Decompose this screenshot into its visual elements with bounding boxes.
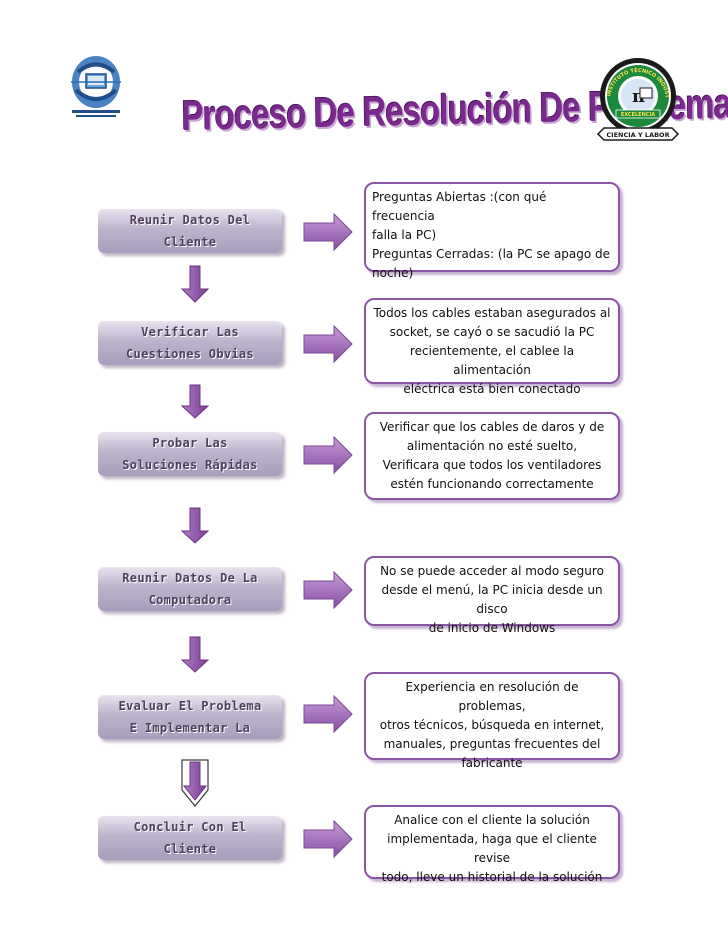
detail-line: Verificara que todos los ventiladores: [382, 458, 602, 472]
right-arrow-2: [303, 324, 353, 364]
seal-band-text: EXCELENCIA: [621, 112, 655, 118]
detail-line: Preguntas Abiertas :(con qué frecuencia: [372, 190, 547, 223]
detail-line: Todos los cables estaban asegurados al: [373, 306, 611, 320]
down-arrow-4: [180, 636, 210, 673]
right-arrow-4: [303, 570, 353, 610]
detail-line: Preguntas Cerradas: (la PC se apago de: [372, 247, 611, 261]
down-arrow-3: [180, 507, 210, 544]
detail-box-3: Verificar que los cables de daros y de a…: [364, 412, 620, 500]
detail-line: Verificar que los cables de daros y de: [379, 420, 605, 434]
step-box-6: Concluir Con El Cliente: [98, 816, 282, 860]
detail-line: recientemente, el cablee la alimentación: [409, 344, 575, 377]
detail-line: eléctrica está bien conectado: [403, 382, 581, 396]
detail-line: alimentación no esté suelto,: [406, 439, 578, 453]
detail-line: otros técnicos, búsqueda en internet,: [379, 718, 605, 732]
right-arrow-6: [303, 819, 353, 859]
step-label-line1: Probar Las: [152, 436, 228, 450]
right-arrow-3: [303, 435, 353, 475]
detail-box-2: Todos los cables estaban asegurados al s…: [364, 298, 620, 396]
left-institution-logo: [71, 56, 121, 117]
seal-motto-text: CIENCIA Y LABOR: [606, 131, 669, 139]
step-label-line2: E Implementar La: [129, 721, 251, 735]
detail-line: estén funcionando correctamente: [390, 477, 594, 491]
detail-line: Experiencia en resolución de problemas,: [405, 680, 579, 713]
detail-line: manuales, preguntas frecuentes del: [383, 737, 601, 751]
step-label-line1: Verificar Las: [141, 325, 239, 339]
detail-box-4: No se puede acceder al modo seguro desde…: [364, 556, 620, 635]
step-label-line1: Reunir Datos Del: [129, 213, 251, 227]
step-label-line2: Computadora: [148, 593, 232, 607]
detail-line: fabricante: [461, 756, 523, 770]
down-arrow-2: [180, 384, 210, 419]
detail-line: de inicio de Windows: [428, 621, 556, 635]
right-arrow-1: [303, 212, 353, 252]
detail-line: noche): [372, 266, 414, 280]
step-label-line1: Evaluar El Problema: [118, 699, 262, 713]
right-institution-seal: π INSTITUTO TÉCNICO INDUSTRIAL EXCELENCI…: [592, 56, 680, 141]
step-label-line2: Soluciones Rápidas: [122, 458, 258, 472]
step-box-4: Reunir Datos De La Computadora: [98, 567, 282, 611]
detail-line: No se puede acceder al modo seguro: [380, 564, 604, 578]
step-label-line2: Cliente: [163, 842, 217, 856]
down-arrow-1: [180, 265, 210, 303]
detail-box-5: Experiencia en resolución de problemas, …: [364, 672, 620, 770]
step-label-line2: Cuestiones Obvias: [126, 347, 254, 361]
step-label-line1: Reunir Datos De La: [122, 571, 258, 585]
detail-box-6: Analice con el cliente la solución imple…: [364, 805, 620, 884]
detail-line: desde el menú, la PC inicia desde un dis…: [381, 583, 603, 616]
detail-box-1: Preguntas Abiertas :(con qué frecuencia …: [364, 182, 620, 280]
detail-line: socket, se cayó o se sacudió la PC: [389, 325, 595, 339]
detail-line: implementada, haga que el cliente revise: [387, 832, 597, 865]
detail-line: Analice con el cliente la solución: [394, 813, 590, 827]
detail-line: falla la PC): [372, 228, 437, 242]
step-box-5: Evaluar El Problema E Implementar La: [98, 695, 282, 739]
step-label-line1: Concluir Con El: [133, 820, 247, 834]
down-arrow-5: [181, 759, 209, 807]
step-label-line2: Cliente: [163, 235, 217, 249]
detail-line: todo, lleve un historial de la solución: [381, 870, 603, 884]
right-arrow-5: [303, 694, 353, 734]
